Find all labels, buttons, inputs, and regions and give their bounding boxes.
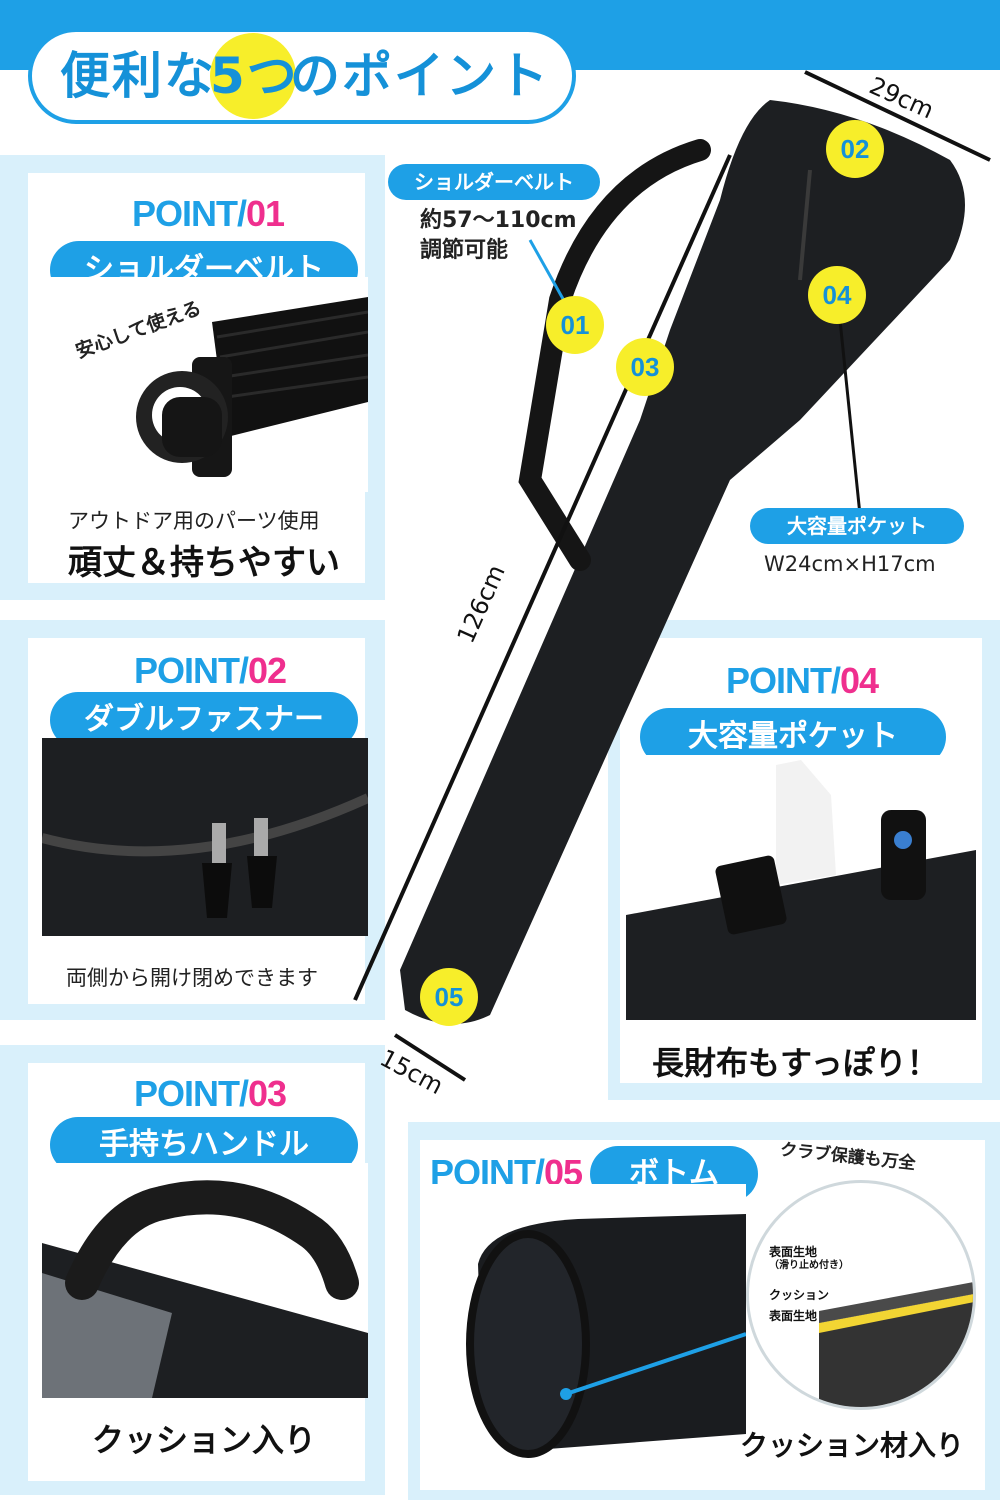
point-02-caption: 両側から開け閉めできます	[66, 966, 318, 990]
product-illustration	[340, 60, 1000, 1104]
point-03-photo	[42, 1163, 368, 1398]
point-01-caption: 頑丈＆持ちやすい	[68, 543, 340, 583]
cross-section-layer3: 表面生地	[769, 1309, 818, 1323]
pocket-label: 大容量ポケット	[750, 508, 964, 544]
shoulder-belt-spec: 約57〜110cm 調節可能	[420, 208, 577, 263]
marker-01: 01	[546, 296, 604, 354]
title-text-before: 便利な	[60, 47, 216, 105]
point-05-caption: クッション材入り	[740, 1429, 965, 1462]
point-04-panel: POINT/04 大容量ポケット 長財布もすっぽり！	[608, 620, 1000, 1100]
point-01-panel: POINT/01 ショルダーベルト 安心して使える アウトドア用のパーツ使用 頑…	[0, 155, 385, 600]
marker-02: 02	[826, 120, 884, 178]
point-01-heading: POINT/01	[132, 193, 285, 234]
point-04-caption: 長財布もすっぽり！	[652, 1044, 939, 1082]
title-text-after: のポイント	[290, 47, 550, 105]
point-02-photo	[40, 738, 371, 936]
marker-05: 05	[420, 968, 478, 1026]
point-02-panel: POINT/02 ダブルファスナー 両側から開け閉めできます	[0, 620, 385, 1020]
marker-04: 04	[808, 266, 866, 324]
marker-03: 03	[616, 338, 674, 396]
shoulder-belt-label: ショルダーベルト	[388, 164, 600, 200]
cross-section-layer1: 表面生地（滑り止め付き）	[769, 1245, 849, 1271]
cross-section-layer2: クッション	[769, 1288, 830, 1302]
cross-section-circle: 表面生地（滑り止め付き） クッション 表面生地	[746, 1180, 976, 1410]
point-01-photo	[42, 277, 369, 492]
point-03-panel: POINT/03 手持ちハンドル クッション入り	[0, 1045, 385, 1495]
point-01-text: アウトドア用のパーツ使用	[68, 509, 320, 533]
title-highlight: 5つ	[210, 33, 297, 119]
point-05-photo	[428, 1184, 747, 1462]
point-03-caption: クッション入り	[92, 1421, 317, 1459]
point-03-heading: POINT/03	[134, 1073, 287, 1114]
point-04-photo	[626, 755, 976, 1020]
pocket-spec: W24cm×H17cm	[764, 552, 936, 576]
point-05-panel: POINT/05 ボトム クラブ保護も万全 表面生地（滑り止め付き） クッション…	[408, 1122, 1000, 1500]
page-title: 便利な5つのポイント	[28, 28, 576, 124]
point-02-heading: POINT/02	[134, 650, 287, 691]
point-04-heading: POINT/04	[726, 660, 879, 701]
